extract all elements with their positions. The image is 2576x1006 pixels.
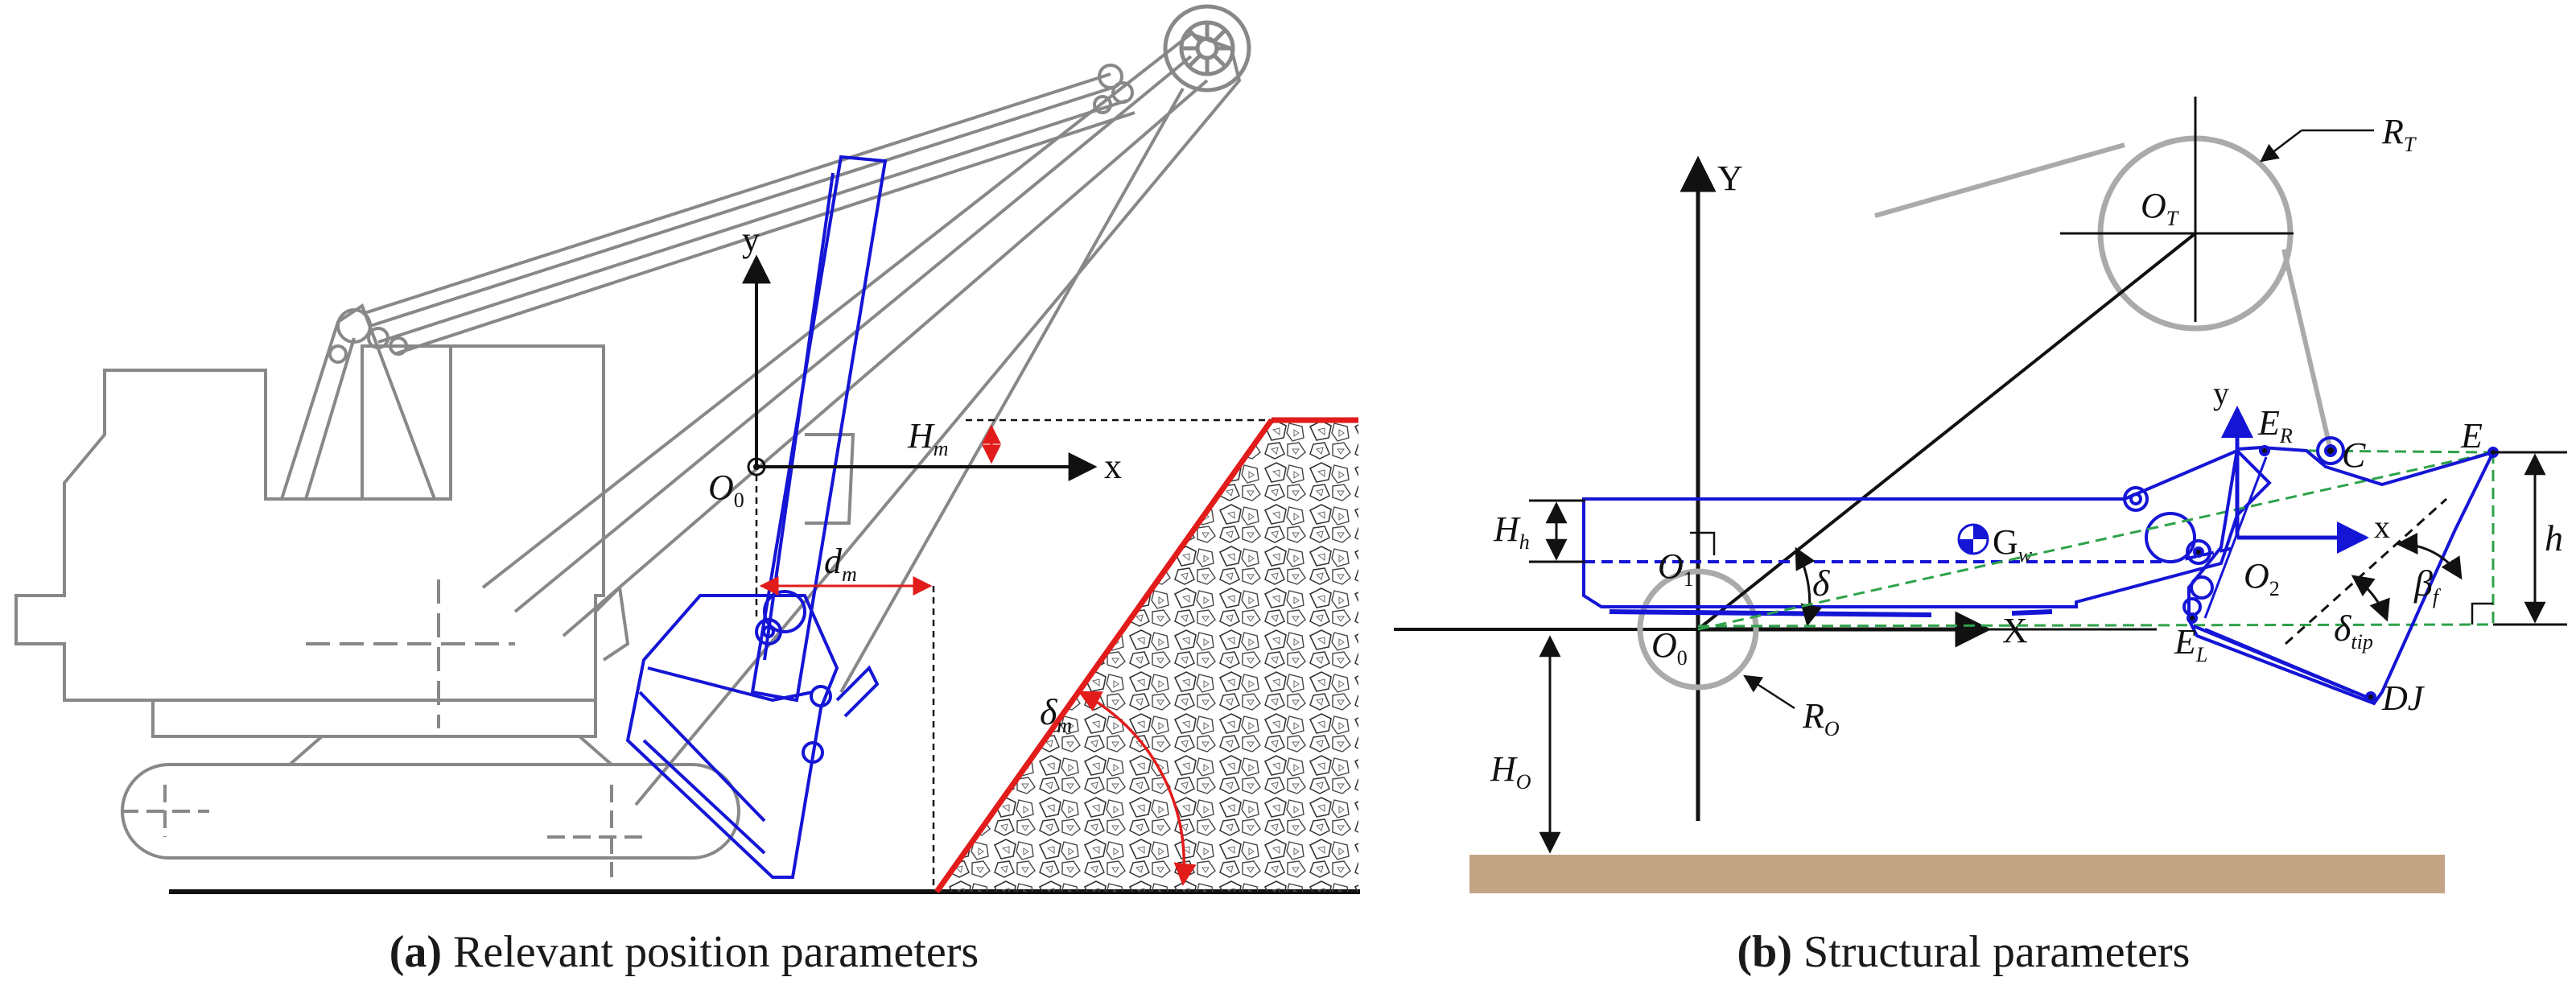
label-h: h <box>2545 517 2563 559</box>
panel-b: Y X O0 RO HO OT RT <box>1394 97 2567 893</box>
caption-a-tag: (a) <box>389 927 443 977</box>
bucket-b <box>2182 436 2499 706</box>
centroid-icon <box>1957 523 1989 555</box>
label-dm: dm <box>824 542 857 586</box>
label-EL: EL <box>2174 622 2207 666</box>
handle-b <box>1582 448 2272 617</box>
label-C: C <box>2342 435 2366 475</box>
label-E: E <box>2460 416 2483 456</box>
caption-b-text: Structural parameters <box>1791 927 2191 977</box>
label-RO: RO <box>1802 696 1840 740</box>
label-Y: Y <box>1717 159 1743 198</box>
machine-house <box>14 344 605 738</box>
label-delta-m: δm <box>1040 691 1072 737</box>
label-x-b: x <box>2374 509 2390 545</box>
local-frame-a: y x O0 <box>708 220 1122 620</box>
head-sheave-icon <box>1163 4 1251 93</box>
label-O0-b: O0 <box>1651 625 1688 670</box>
dm-dimension: dm <box>759 542 935 892</box>
label-delta-b: δ <box>1812 563 1830 604</box>
label-O1: O1 <box>1658 546 1694 591</box>
gantry <box>280 303 436 500</box>
label-dtip: δtip <box>2334 608 2373 653</box>
label-X: X <box>2002 611 2028 650</box>
label-OT: OT <box>2141 186 2179 230</box>
label-HO: HO <box>1490 749 1531 794</box>
caption-a-text: Relevant position parameters <box>442 927 979 977</box>
green-guides <box>1697 449 2495 631</box>
caption-a: (a) Relevant position parameters <box>241 916 1127 988</box>
label-beta: βf <box>2413 563 2442 608</box>
bucket <box>625 590 880 879</box>
boom-sheaves <box>1093 64 1134 114</box>
label-O0-a: O0 <box>708 468 744 512</box>
label-ER: ER <box>2257 403 2293 447</box>
label-RT: RT <box>2381 112 2417 156</box>
label-DJ: DJ <box>2381 678 2426 718</box>
rope-left <box>1874 142 2125 218</box>
rope-right <box>2281 249 2332 447</box>
ground-strip <box>1469 855 2445 893</box>
bank-slope <box>934 418 1274 894</box>
Hm-dimension: Hm <box>907 416 1272 464</box>
label-x-a: x <box>1104 447 1122 486</box>
panel-a: y x O0 Hm dm <box>14 4 1360 894</box>
label-Gw: Gw <box>1993 522 2033 567</box>
boom-line <box>1696 232 2197 631</box>
label-O2: O2 <box>2244 556 2280 600</box>
hoist-rope <box>839 88 1185 693</box>
label-y-a: y <box>742 220 760 259</box>
label-y-b: y <box>2213 375 2229 411</box>
suspension-ropes <box>361 72 1136 356</box>
slope-angle-arc <box>1078 691 1197 886</box>
label-Hh: Hh <box>1493 509 1530 554</box>
rock-pile: δm <box>934 417 1358 894</box>
caption-b: (b) Structural parameters <box>1513 916 2414 988</box>
label-Hm: Hm <box>907 416 949 460</box>
RO-circle <box>1637 568 1759 691</box>
caption-b-tag: (b) <box>1737 927 1792 977</box>
